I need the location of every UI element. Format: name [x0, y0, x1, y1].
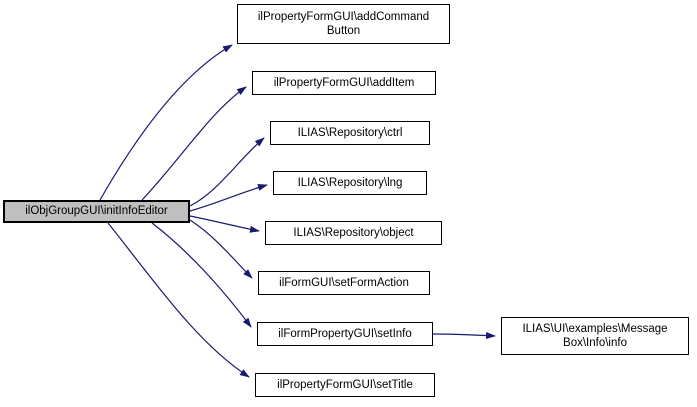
- edge-init-to-setinfo: [151, 222, 252, 328]
- node-ilpropertyformgui-settitle[interactable]: ilPropertyFormGUI\setTitle: [255, 373, 435, 397]
- edge-init-to-lng: [189, 183, 268, 212]
- node-ilformgui-setformaction[interactable]: ilFormGUI\setFormAction: [258, 271, 430, 295]
- node-ilpropertyformgui-additem[interactable]: ilPropertyFormGUI\addItem: [252, 71, 436, 95]
- node-ilias-ui-examples-messagebox-info-info[interactable]: ILIAS\UI\examples\Message Box\Info\info: [501, 317, 689, 355]
- edge-init-to-settitle: [107, 222, 250, 378]
- node-ilobjgroupgui-initinfoeditor: ilObjGroupGUI\initInfoEditor: [3, 200, 190, 223]
- edge-init-to-setformaction: [189, 219, 253, 279]
- node-ilias-repository-ctrl[interactable]: ILIAS\Repository\ctrl: [270, 121, 430, 145]
- edge-init-to-object: [189, 215, 260, 233]
- edge-setinfo-to-info: [432, 332, 496, 340]
- edge-init-to-additem: [141, 86, 247, 201]
- node-ilias-repository-lng[interactable]: ILIAS\Repository\lng: [273, 171, 427, 195]
- edge-init-to-ctrl: [189, 137, 265, 207]
- edge-init-to-addcommandbutton: [99, 44, 233, 201]
- node-ilpropertyformgui-addcommandbutton[interactable]: ilPropertyFormGUI\addCommand Button: [237, 4, 450, 44]
- node-ilias-repository-object[interactable]: ILIAS\Repository\object: [265, 221, 442, 245]
- node-ilformpropertygui-setinfo[interactable]: ilFormPropertyGUI\setInfo: [257, 322, 433, 346]
